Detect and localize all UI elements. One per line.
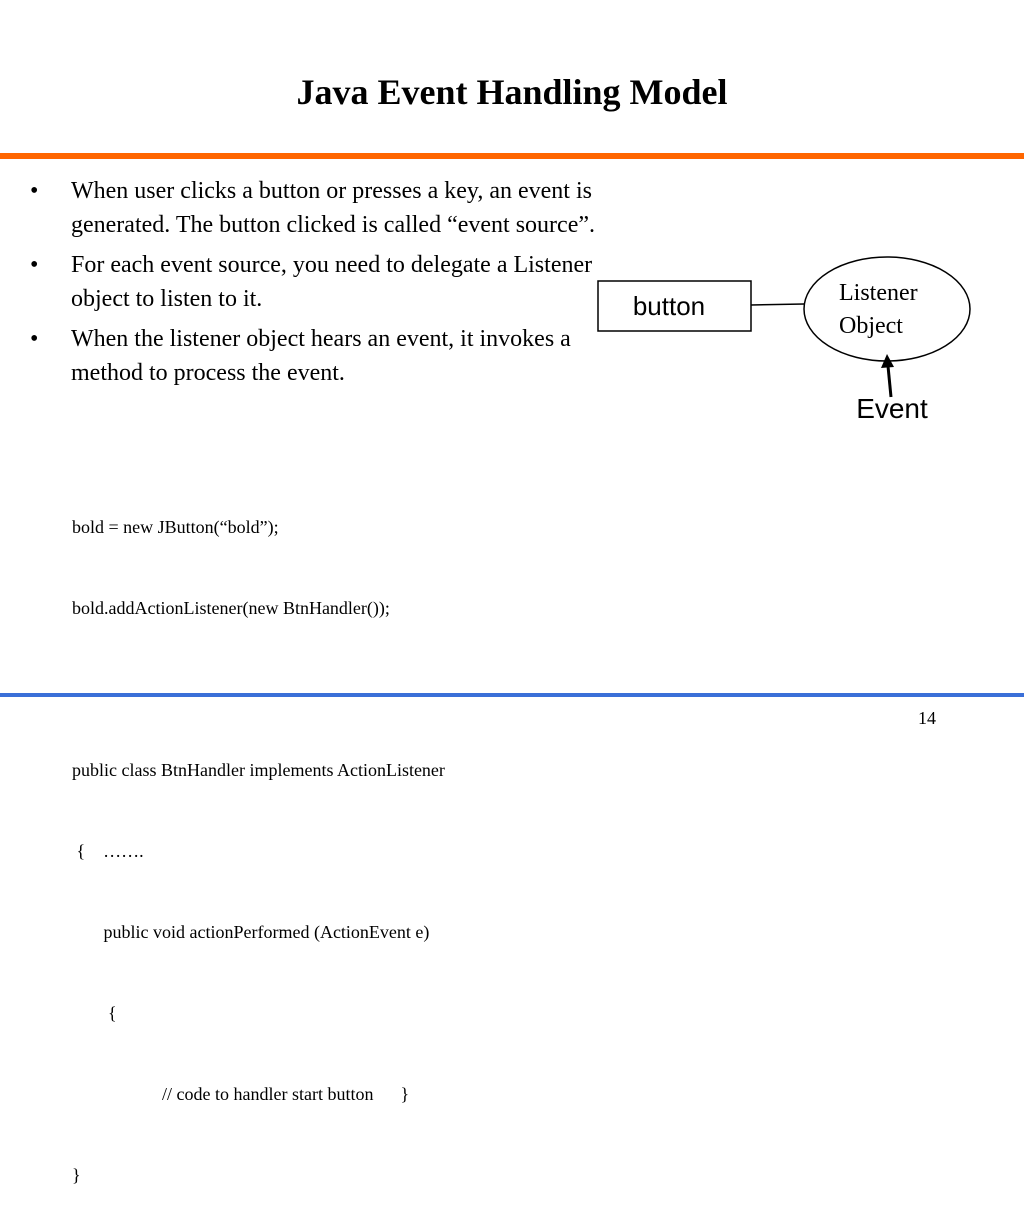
bullet-item: When the listener object hears an event,… (30, 322, 600, 390)
code-line: // code to handler start button } (72, 1084, 410, 1104)
code-line: { ……. (72, 841, 144, 861)
listener-ellipse (803, 256, 971, 362)
page-number: 14 (918, 708, 936, 728)
code-line: bold = new JButton(“bold”); (72, 517, 279, 537)
listener-label-line1: Listener (839, 280, 918, 306)
listener-label-line2: Object (839, 313, 903, 339)
button-box-label: button (633, 291, 705, 321)
event-arrow-shaft (886, 365, 893, 398)
code-line: public void actionPerformed (ActionEvent… (72, 922, 430, 942)
event-arrow-head (881, 354, 894, 368)
code-line: bold.addActionListener(new BtnHandler())… (72, 598, 390, 618)
connector-line (750, 303, 805, 306)
bullet-item: For each event source, you need to deleg… (30, 248, 600, 316)
event-label: Event (856, 393, 928, 424)
code-line: { (72, 1003, 117, 1023)
bullet-item: When user clicks a button or presses a k… (30, 174, 600, 242)
title-divider (0, 153, 1024, 159)
event-diagram: button Listener Object Event (597, 256, 971, 424)
code-line: } (72, 1165, 81, 1185)
button-box (597, 280, 752, 332)
footer-divider (0, 693, 1024, 697)
bullet-list: When user clicks a button or presses a k… (30, 174, 600, 396)
slide-title: Java Event Handling Model (296, 72, 728, 112)
